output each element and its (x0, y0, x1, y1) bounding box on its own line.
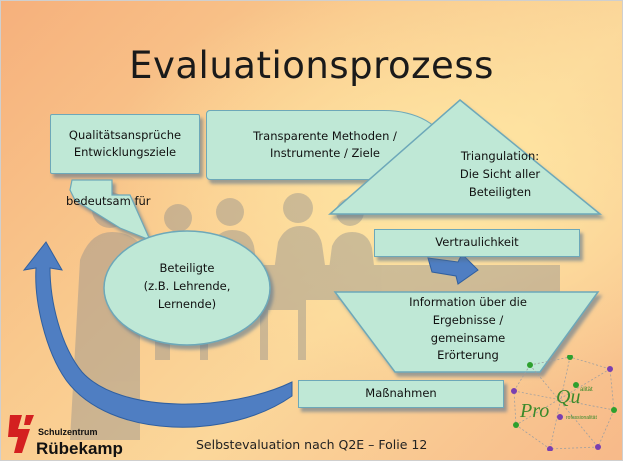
participants-line-2: (z.B. Lehrende, (143, 278, 231, 293)
triangulation-line-2: Die Sicht aller (459, 166, 541, 181)
participants-line-1: Beteiligte (159, 261, 215, 275)
triangulation-label: Triangulation: Die Sicht aller Beteiligt… (440, 148, 560, 201)
information-line-2: Ergebnisse / (432, 312, 504, 327)
curved-feedback-arrow (22, 241, 293, 428)
information-line-1: Information über die (409, 295, 527, 309)
slide-footer: Selbstevaluation nach Q2E – Folie 12 (196, 437, 428, 452)
confidentiality-box: Vertraulichkeit (374, 229, 580, 257)
methods-line-2: Instrumente / Ziele (270, 146, 380, 160)
schulzentrum-ruebekamp-logo: Schulzentrum Rübekamp (8, 415, 123, 457)
quality-requirements-box: Qualitätsansprüche Entwicklungsziele (50, 114, 200, 174)
confidentiality-label: Vertraulichkeit (435, 235, 519, 250)
methods-line-1: Transparente Methoden / (253, 128, 397, 143)
quality-line-2: Entwicklungsziele (73, 145, 177, 159)
participants-line-3: Lernende) (157, 296, 217, 311)
proquo-logo: Pro Qu alität rofessionalität (511, 355, 617, 451)
information-line-3: gemeinsame (430, 330, 506, 345)
svg-text:Pro: Pro (519, 400, 549, 422)
measures-box: Maßnahmen (298, 380, 504, 408)
svg-text:Rübekamp: Rübekamp (36, 439, 123, 457)
information-line-4: Erörterung (437, 348, 499, 363)
triangulation-triangle (328, 99, 603, 215)
information-label: Information über die Ergebnisse / gemein… (378, 294, 558, 365)
triangulation-line-1: Triangulation: (460, 149, 540, 163)
slide-title: Evaluationsprozess (129, 44, 494, 87)
information-trapezoid (333, 291, 600, 373)
participants-ellipse (103, 230, 271, 346)
svg-text:alität: alität (580, 387, 593, 393)
blue-right-arrow-shape (427, 253, 479, 285)
measures-label: Maßnahmen (365, 386, 437, 401)
svg-text:Qu: Qu (556, 386, 580, 408)
relevant-for-label: bedeutsam für (66, 194, 151, 208)
triangulation-line-3: Beteiligten (468, 184, 532, 199)
svg-text:Schulzentrum: Schulzentrum (38, 427, 98, 437)
svg-text:rofessionalität: rofessionalität (566, 415, 597, 421)
participants-label: Beteiligte (z.B. Lehrende, Lernende) (124, 260, 250, 313)
quality-line-1: Qualitätsansprüche (68, 127, 182, 142)
